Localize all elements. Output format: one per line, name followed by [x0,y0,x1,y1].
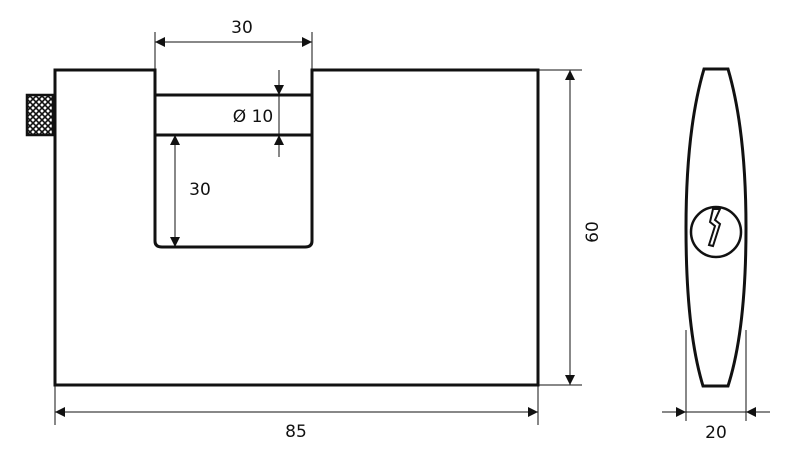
key-slot-icon [689,205,743,259]
dim-label-shackle-diameter: Ø 10 [233,107,273,127]
dim-label-body-thickness: 20 [705,423,727,443]
dim-body-thickness [662,330,770,421]
dim-body-height [538,69,582,386]
dim-label-body-height: 60 [583,221,603,243]
lock-body-outline [53,68,540,387]
dim-label-body-width: 85 [285,422,307,442]
hatched-cap-icon [25,93,55,137]
shackle-bar [153,93,314,137]
dim-shackle-width [154,32,313,70]
lock-side-outline [684,67,748,388]
dim-label-shackle-width: 30 [231,18,253,38]
dim-body-width [54,385,539,425]
dim-label-shackle-clearance: 30 [189,180,211,200]
